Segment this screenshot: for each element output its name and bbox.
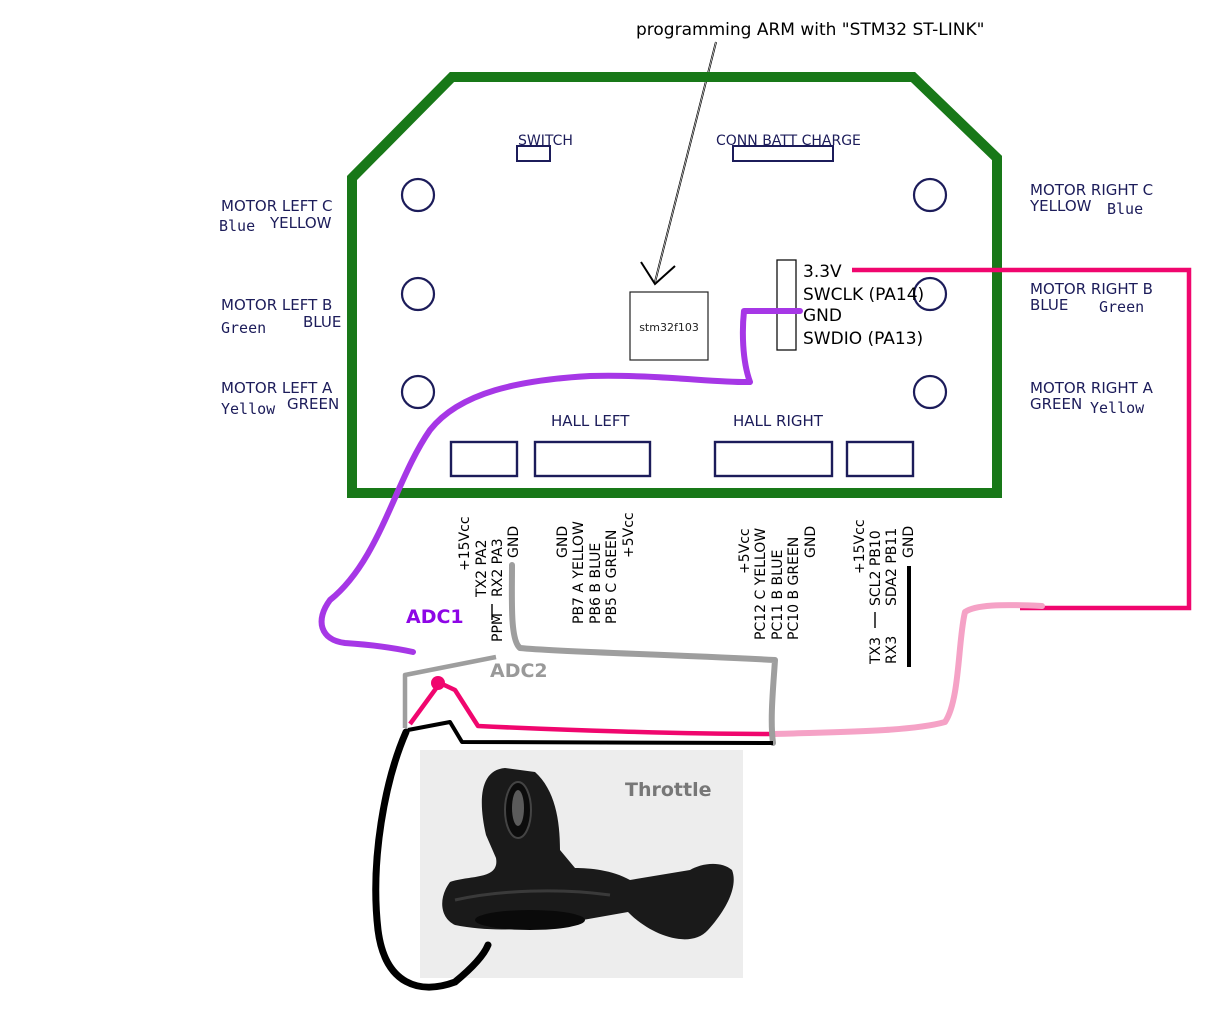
- motor-right-b-wire: Green: [1099, 298, 1144, 316]
- adc2-label: ADC2: [490, 660, 548, 682]
- wire-gray-gnd: [508, 562, 778, 746]
- pin-right-scl2: SCL2 PB10: [868, 530, 884, 606]
- hole-left-a: [400, 374, 436, 410]
- hall-right-label: HALL RIGHT: [733, 412, 824, 430]
- pin-hall-right-3: PC11 B BLUE: [770, 550, 786, 640]
- pin-right-tx3: TX3: [868, 637, 884, 665]
- wire-black-throttle-cable: [372, 728, 492, 991]
- pin-left-ppm: PPM: [490, 613, 506, 642]
- pin-hall-left-2: PB7 A YELLOW: [571, 521, 587, 624]
- motor-left-c-wire: Blue: [219, 217, 255, 235]
- pin-hall-right-1: +5Vcc: [737, 528, 753, 574]
- mounting-holes: [400, 177, 948, 410]
- pin-right-15v: +15Vcc: [852, 519, 868, 574]
- hall-left-label: HALL LEFT: [551, 412, 630, 430]
- pin-right-rx3: RX3: [884, 636, 900, 664]
- pin-hall-left-4: PB5 C GREEN: [604, 530, 620, 624]
- adc1-label: ADC1: [406, 606, 464, 628]
- connector-hall-left: [533, 440, 652, 478]
- pin-hall-right-2: PC12 C YELLOW: [753, 528, 769, 640]
- wire-gray-adc2: [402, 654, 497, 728]
- wire-black-gnd: [407, 720, 774, 745]
- motor-left-b-name: MOTOR LEFT B: [221, 296, 332, 314]
- pin-right-gnd: GND: [901, 526, 917, 558]
- stlink-swclk: SWCLK (PA14): [803, 285, 924, 305]
- motor-left-b-upper: BLUE: [303, 313, 341, 331]
- pin-hall-left-3: PB6 B BLUE: [588, 543, 604, 624]
- motor-left-a-upper: GREEN: [287, 395, 339, 413]
- stlink-3v3: 3.3V: [803, 262, 842, 282]
- wire-purple-swclk: [318, 308, 803, 655]
- motor-left-b-wire: Green: [221, 319, 266, 337]
- motor-right-c-name: MOTOR RIGHT C: [1030, 181, 1153, 199]
- conn-batt-connector: [732, 145, 834, 162]
- motor-right-c-wire: Blue: [1107, 200, 1143, 218]
- motor-left-a-name: MOTOR LEFT A: [221, 379, 333, 397]
- pin-left-tx2: TX2 PA2: [474, 539, 490, 598]
- pin-hall-left-1: GND: [555, 526, 571, 558]
- chip-stm32: [629, 291, 709, 361]
- connector-hall-right: [713, 440, 834, 478]
- board-outline: [347, 72, 1002, 498]
- stlink-gnd: GND: [803, 306, 842, 326]
- pin-hall-right-4: PC10 B GREEN: [786, 537, 802, 640]
- throttle-label: Throttle: [625, 779, 711, 801]
- pin-hall-left-5: +5Vcc: [621, 512, 637, 558]
- pin-hall-right-5: GND: [803, 526, 819, 558]
- wire-junction: [431, 676, 445, 690]
- pin-left-15v: +15Vcc: [457, 516, 473, 571]
- hole-left-c: [400, 177, 436, 213]
- pin-left-gnd: GND: [506, 526, 522, 558]
- motor-left-c-upper: YELLOW: [269, 214, 332, 232]
- pin-left-rx2: RX2 PA3: [490, 538, 506, 597]
- hole-right-c: [912, 177, 948, 213]
- title: programming ARM with "STM32 ST-LINK": [636, 20, 984, 40]
- motor-right-a-name: MOTOR RIGHT A: [1030, 379, 1154, 397]
- wire-pink-throttle: [439, 680, 776, 737]
- motor-left-a-wire: Yellow: [221, 400, 276, 418]
- switch-connector: [516, 145, 551, 162]
- chip-label: stm32f103: [639, 321, 699, 334]
- stlink-header: [776, 259, 797, 351]
- motor-right-b-name: MOTOR RIGHT B: [1030, 280, 1153, 298]
- motor-right-c-upper: YELLOW: [1029, 197, 1092, 215]
- motor-left-c-name: MOTOR LEFT C: [221, 197, 333, 215]
- hole-left-b: [400, 276, 436, 312]
- pin-right-sda2: SDA2 PB11: [884, 528, 900, 606]
- wire-light-pink: [772, 602, 1045, 737]
- motor-right-a-wire: Yellow: [1090, 399, 1145, 417]
- hole-right-a: [912, 374, 948, 410]
- motor-right-b-upper: BLUE: [1030, 296, 1068, 314]
- connector-left-small: [449, 440, 519, 478]
- connector-right-small: [845, 440, 915, 478]
- motor-right-a-upper: GREEN: [1030, 395, 1082, 413]
- wire-pink-3v3: [852, 267, 1192, 611]
- hole-right-b: [912, 276, 948, 312]
- throttle-photo: [420, 750, 743, 978]
- stlink-swdio: SWDIO (PA13): [803, 329, 923, 349]
